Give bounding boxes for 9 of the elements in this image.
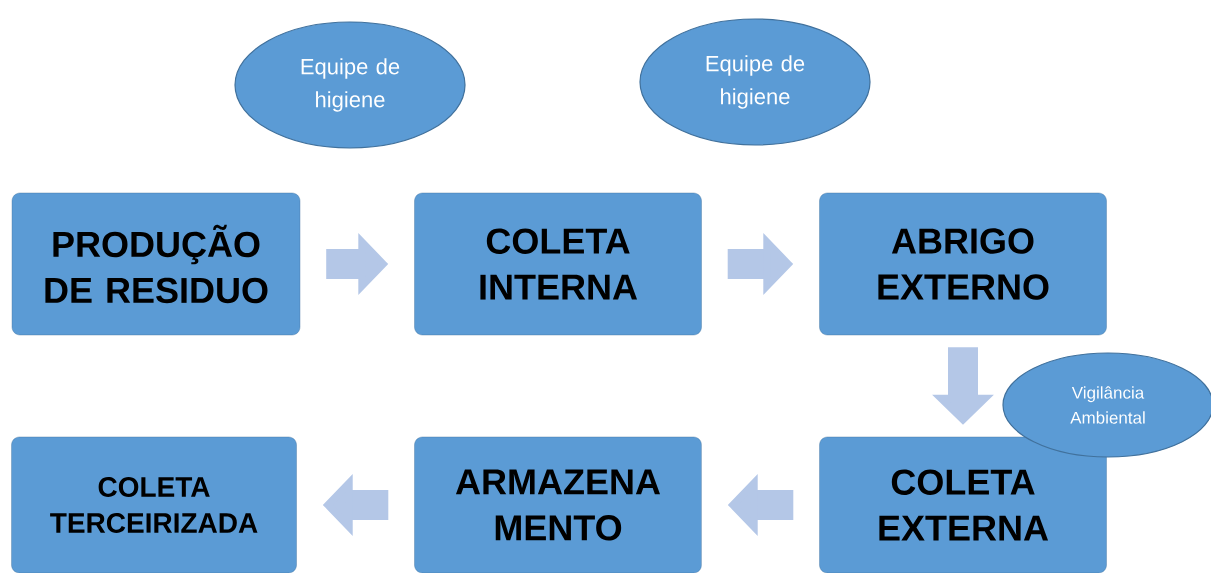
process-box: COLETA TERCEIRIZADA [11,436,297,573]
oval-node: Equipe de higiene [639,18,871,146]
oval-node: Vigilância Ambiental [1002,352,1211,458]
oval-node: Equipe de higiene [234,21,466,149]
process-box: COLETA EXTERNA [819,436,1107,573]
process-box: ABRIGO EXTERNO [819,192,1107,336]
process-box: PRODUÇÃO DE RESIDUO [11,192,301,336]
process-box: COLETA INTERNA [414,192,702,336]
process-box: ARMAZENA MENTO [414,436,702,573]
